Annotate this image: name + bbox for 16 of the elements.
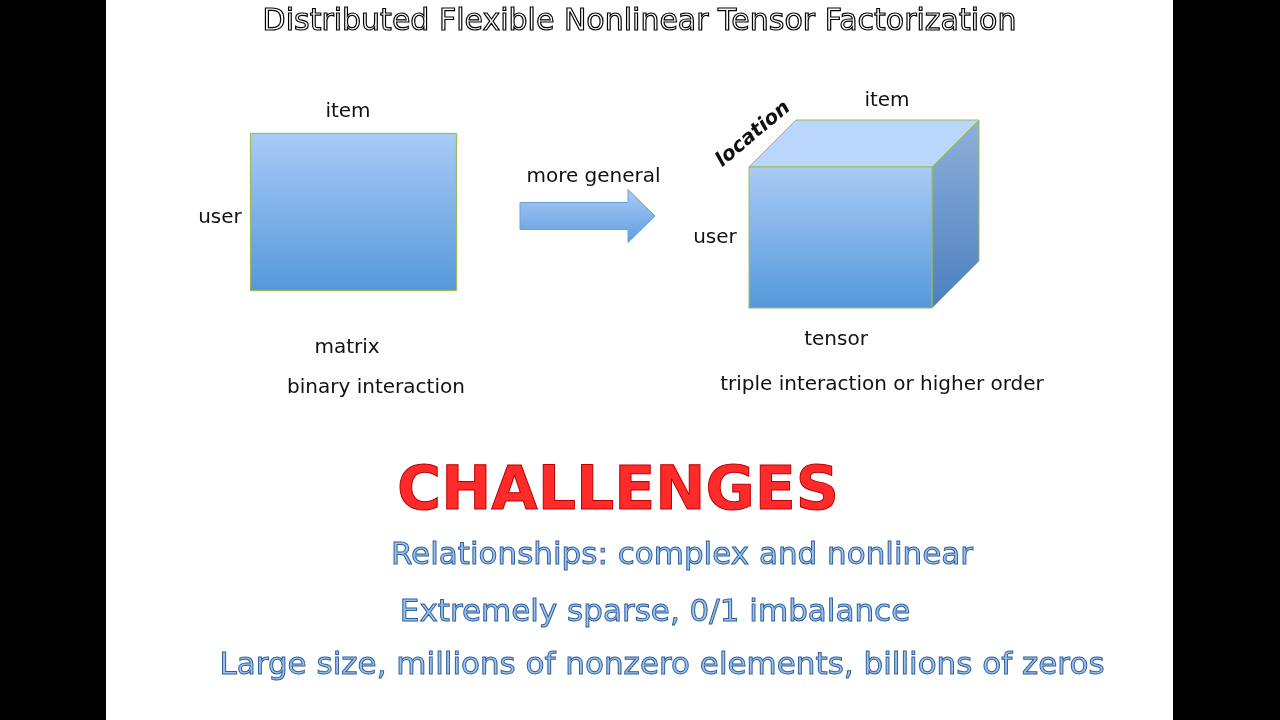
node-label: matrix [314, 334, 380, 358]
node-label: triple interaction or higher order [720, 371, 1044, 395]
block-arrow [519, 189, 656, 243]
node-label: tensor [804, 326, 868, 350]
edge-label: more general [526, 163, 661, 187]
challenge-text: Large size, millions of nonzero elements, billions of zeros [219, 645, 1105, 681]
slide-title: Distributed Flexible Nonlinear Tensor Factorization [261, 2, 1018, 37]
challenge-text: Relationships: complex and nonlinear [390, 535, 974, 571]
challenge-text: Extremely sparse, 0/1 imbalance [399, 592, 911, 628]
axis-label: item [864, 87, 910, 111]
axis-label: user [693, 224, 737, 248]
node-label: binary interaction [287, 374, 465, 398]
axis-label: user [198, 204, 242, 228]
heading: CHALLENGES [397, 453, 839, 523]
axis-label: item [325, 98, 371, 122]
box-shape [250, 133, 457, 291]
